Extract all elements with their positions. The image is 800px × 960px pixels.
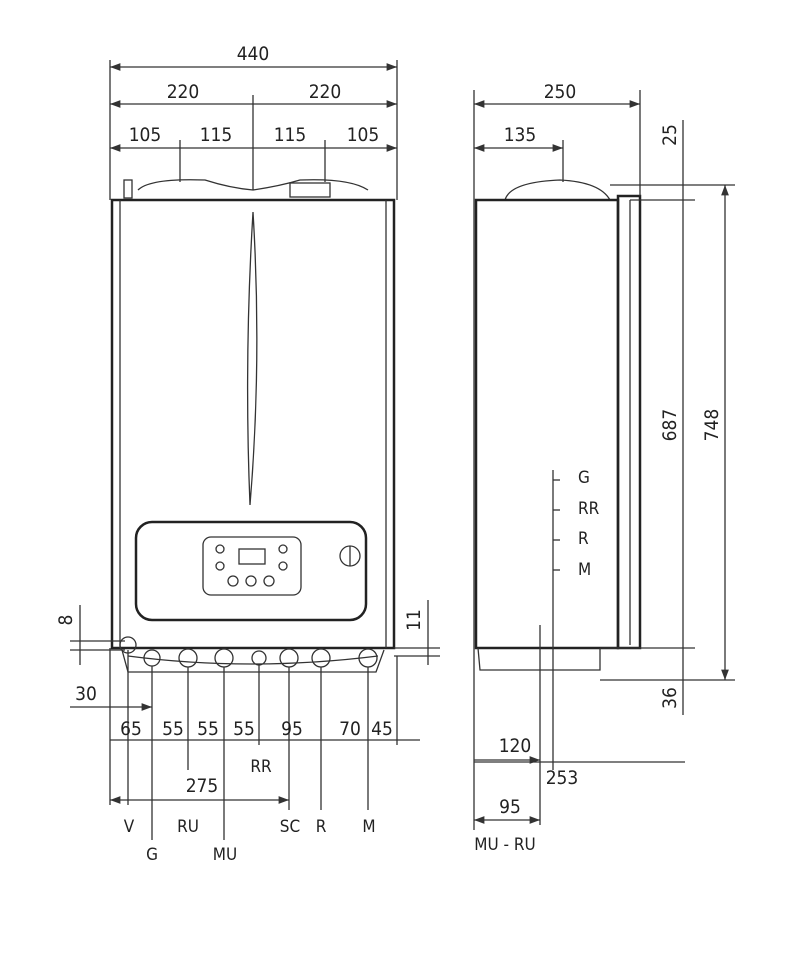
dim-55-3: 55	[233, 718, 255, 740]
wall-bracket	[616, 194, 642, 650]
side-bottom-cover	[477, 647, 601, 671]
label-m: M	[362, 817, 375, 837]
side-label-g: G	[578, 468, 590, 488]
front-view: 440 220 220 105 115 115 105 8 30 11	[55, 43, 440, 865]
label-sc: SC	[280, 817, 300, 837]
label-v: V	[124, 817, 135, 837]
control-buttons	[215, 544, 288, 587]
dim-275: 275	[186, 775, 219, 797]
dim-95: 95	[281, 718, 303, 740]
dim-105-left: 105	[129, 124, 162, 146]
display-module	[202, 536, 302, 596]
lcd-screen	[238, 548, 266, 565]
label-mu-ru: MU - RU	[474, 835, 535, 855]
dim-105-right: 105	[347, 124, 380, 146]
dim-253: 253	[546, 767, 579, 789]
dim-25: 25	[659, 124, 681, 146]
dim-120: 120	[499, 735, 532, 757]
label-r: R	[316, 817, 327, 837]
dim-11: 11	[403, 609, 425, 631]
air-vent	[123, 179, 133, 199]
side-flue-outline	[504, 179, 611, 201]
bottom-cover	[121, 649, 385, 673]
dim-440: 440	[237, 43, 270, 65]
dim-8: 8	[55, 615, 77, 626]
connection-leaders	[127, 650, 369, 840]
label-g: G	[146, 845, 158, 865]
dim-748: 748	[701, 409, 723, 442]
dim-55-2: 55	[197, 718, 219, 740]
dim-95-side: 95	[499, 796, 521, 818]
connection-pipes	[119, 636, 378, 668]
dim-115-right: 115	[274, 124, 307, 146]
label-ru: RU	[177, 817, 199, 837]
control-panel	[134, 520, 368, 622]
label-mu: MU	[213, 845, 237, 865]
dim-65: 65	[120, 718, 142, 740]
dim-115-left: 115	[200, 124, 233, 146]
flue-connector	[289, 182, 331, 198]
dim-45: 45	[371, 718, 393, 740]
side-label-rr: RR	[578, 499, 600, 519]
side-view: 250 135 25 687 748 36 G RR R M 120 253 9…	[473, 81, 735, 855]
dim-220-left: 220	[167, 81, 200, 103]
dim-55-1: 55	[162, 718, 184, 740]
side-casing	[474, 198, 620, 650]
dim-687: 687	[659, 409, 681, 442]
dim-30: 30	[75, 683, 97, 705]
boiler-casing	[110, 198, 396, 650]
dim-36: 36	[659, 687, 681, 709]
side-label-r: R	[578, 529, 589, 549]
dim-250: 250	[544, 81, 577, 103]
dim-220-right: 220	[309, 81, 342, 103]
side-label-m: M	[578, 560, 591, 580]
dim-70: 70	[339, 718, 361, 740]
front-panel-crease	[246, 211, 258, 506]
label-rr: RR	[250, 757, 272, 777]
dim-135: 135	[504, 124, 537, 146]
